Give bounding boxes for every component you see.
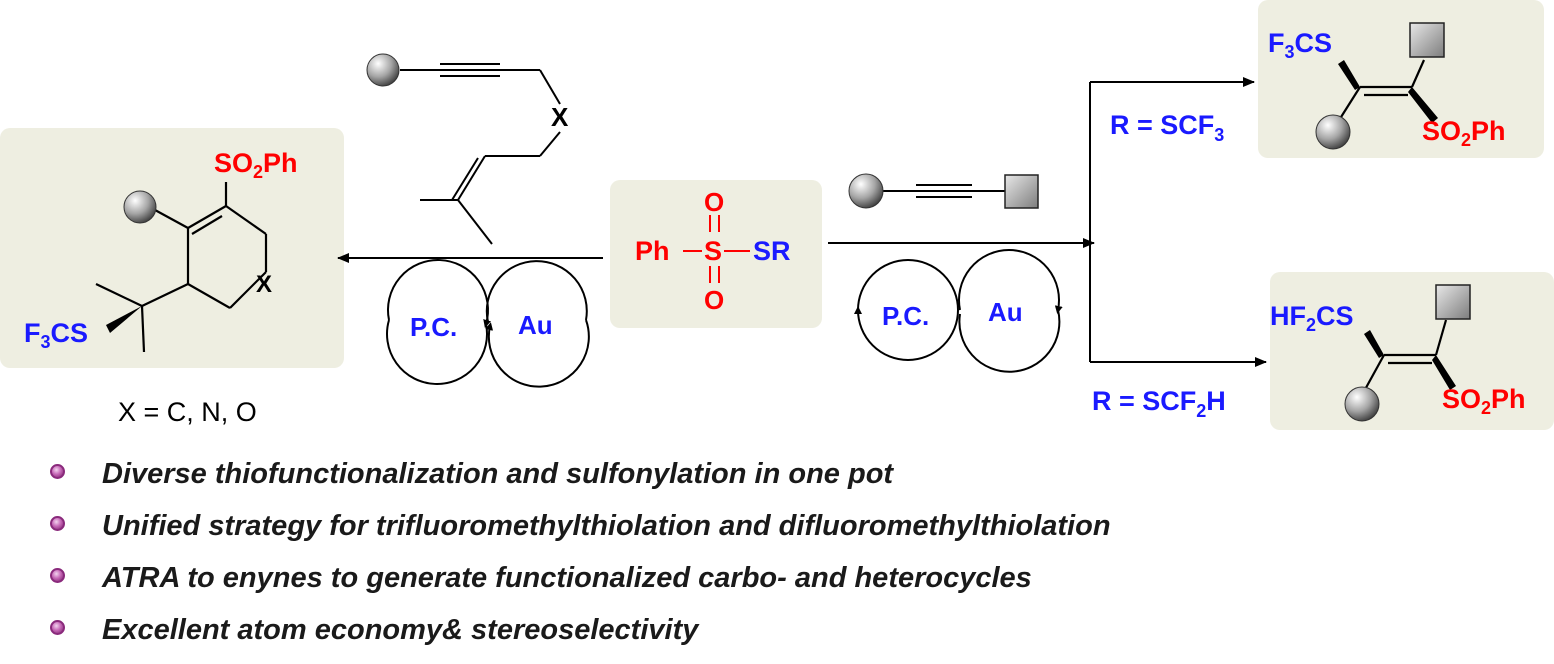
reaction-scheme: X SO2Ph F3CS X Ph S SR O O xyxy=(0,0,1554,430)
alkyne-reagent xyxy=(883,184,1005,198)
reagent-o-bottom-label: O xyxy=(704,285,724,315)
bold-bond xyxy=(1364,330,1384,358)
left-ring-x-label: X xyxy=(256,271,272,298)
bottom-so2ph-label: SO2Ph xyxy=(1442,384,1526,418)
highlight-item: ATRA to enynes to generate functionalize… xyxy=(40,560,1540,612)
reagent-structure: Ph S SR O O xyxy=(635,187,791,315)
right-au-label: Au xyxy=(988,297,1023,327)
top-product-structure xyxy=(1335,59,1426,126)
substituent-square-icon xyxy=(1435,284,1471,320)
right-pc-label: P.C. xyxy=(882,301,929,331)
reagent-panel xyxy=(610,180,822,328)
bottom-product-panel xyxy=(1270,272,1554,430)
reagent-s-label: S xyxy=(704,236,722,266)
bullet-icon xyxy=(50,568,65,583)
left-f3cs-label: F3CS xyxy=(24,318,88,352)
bold-bond xyxy=(1338,60,1360,90)
enyne-x-label: X xyxy=(551,102,569,132)
top-f3cs-label: F3CS xyxy=(1268,28,1332,62)
highlight-item: Diverse thiofunctionalization and sulfon… xyxy=(40,456,1540,508)
left-product-structure xyxy=(95,182,268,353)
reagent-sr-label: SR xyxy=(753,236,791,266)
wedge-bond xyxy=(106,306,142,333)
branch-lines xyxy=(1089,77,1267,367)
substituent-square-icon xyxy=(1409,22,1445,58)
bold-bond xyxy=(1432,355,1456,390)
highlight-text: Diverse thiofunctionalization and sulfon… xyxy=(102,458,894,490)
left-so2ph-label: SO2Ph xyxy=(214,148,298,182)
substituent-ball-icon xyxy=(1315,114,1351,150)
highlight-item: Excellent atom economy& stereoselectivit… xyxy=(40,612,1540,664)
left-pc-label: P.C. xyxy=(410,312,457,342)
top-condition-label: R = SCF3 xyxy=(1110,110,1224,145)
bold-bond xyxy=(1408,87,1438,123)
bullet-icon xyxy=(50,464,65,479)
substituent-ball-icon xyxy=(366,53,400,87)
highlight-text: Unified strategy for trifluoromethylthio… xyxy=(102,510,1111,542)
substituent-ball-icon xyxy=(123,190,157,224)
substituent-ball-icon xyxy=(1344,386,1380,422)
right-catalysis-cycles xyxy=(854,249,1063,373)
substituent-square-icon xyxy=(1004,174,1039,209)
highlights-list: Diverse thiofunctionalization and sulfon… xyxy=(40,456,1540,664)
left-catalysis-cycles xyxy=(386,259,590,388)
bottom-condition-label: R = SCF2H xyxy=(1092,386,1226,421)
enyne-substrate xyxy=(400,63,561,245)
highlight-text: Excellent atom economy& stereoselectivit… xyxy=(102,614,699,646)
x-definition-label: X = C, N, O xyxy=(118,397,257,427)
reagent-o-top-label: O xyxy=(704,187,724,217)
reagent-ph-label: Ph xyxy=(635,236,670,266)
highlight-item: Unified strategy for trifluoromethylthio… xyxy=(40,508,1540,560)
substituent-ball-icon xyxy=(848,173,884,209)
left-au-label: Au xyxy=(518,310,553,340)
bullet-icon xyxy=(50,516,65,531)
left-product-panel xyxy=(0,128,344,368)
bullet-icon xyxy=(50,620,65,635)
highlight-text: ATRA to enynes to generate functionalize… xyxy=(102,562,1032,594)
